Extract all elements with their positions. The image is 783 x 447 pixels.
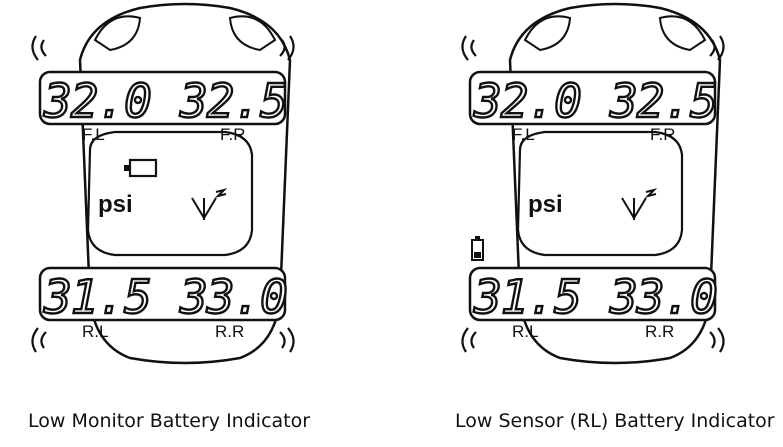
sensor-battery-low-icon <box>471 236 484 261</box>
label-fr: F.R <box>650 125 676 144</box>
reading-fr: 32.5 <box>179 74 287 128</box>
reading-rr: 33.0 <box>609 270 717 324</box>
front-display-frame <box>468 70 717 126</box>
unit-label: psi <box>528 191 563 218</box>
rear-display-frame <box>468 266 717 322</box>
wave-rr-icon <box>709 327 725 353</box>
left-headlamp-shape <box>93 15 142 52</box>
label-fl: F.L <box>512 125 535 144</box>
label-rl: R.L <box>82 322 108 341</box>
front-display-frame <box>38 70 287 126</box>
wave-fl-icon <box>461 35 477 61</box>
wave-rl-icon <box>31 327 47 353</box>
right-headlamp-shape <box>658 15 707 52</box>
reading-rl: 31.5 <box>473 270 581 324</box>
antenna-signal-icon <box>191 188 228 220</box>
reading-rl: 31.5 <box>43 270 151 324</box>
label-rl: R.L <box>512 322 538 341</box>
wave-fr-icon <box>709 35 725 61</box>
wave-rr-icon <box>279 327 295 353</box>
center-cabin-outline <box>86 130 254 257</box>
reading-fl: 32.0 <box>473 74 581 128</box>
lcd-panel-monitor: 32.0 32.5 31.5 33.0 F.L F.R R.L R.R psi <box>20 0 350 400</box>
left-headlamp-shape <box>523 15 572 52</box>
battery-low-icon <box>124 158 158 178</box>
car-outline-diagram: 32.0 32.5 31.5 33.0 F.L F.R R.L R.R psi <box>461 2 725 365</box>
label-fl: F.L <box>82 125 105 144</box>
caption-low-monitor-battery: Low Monitor Battery Indicator <box>28 410 311 432</box>
lcd-panel-sensor-rl: 32.0 32.5 31.5 33.0 F.L F.R R.L R.R psi <box>450 0 780 400</box>
wave-fl-icon <box>31 35 47 61</box>
reading-fr: 32.5 <box>609 74 717 128</box>
label-fr: F.R <box>220 125 246 144</box>
reading-rr: 33.0 <box>179 270 287 324</box>
center-cabin-outline <box>516 130 684 257</box>
label-rr: R.R <box>215 322 244 341</box>
rear-display-frame <box>38 266 287 322</box>
label-rr: R.R <box>645 322 674 341</box>
car-outline-diagram: 32.0 32.5 31.5 33.0 F.L F.R R.L R.R psi <box>31 2 295 365</box>
right-headlamp-shape <box>228 15 277 52</box>
wave-fr-icon <box>279 35 295 61</box>
wave-rl-icon <box>461 327 477 353</box>
caption-low-sensor-battery: Low Sensor (RL) Battery Indicator <box>455 410 775 432</box>
reading-fl: 32.0 <box>43 74 151 128</box>
unit-label: psi <box>98 191 133 218</box>
antenna-signal-icon <box>621 188 658 220</box>
